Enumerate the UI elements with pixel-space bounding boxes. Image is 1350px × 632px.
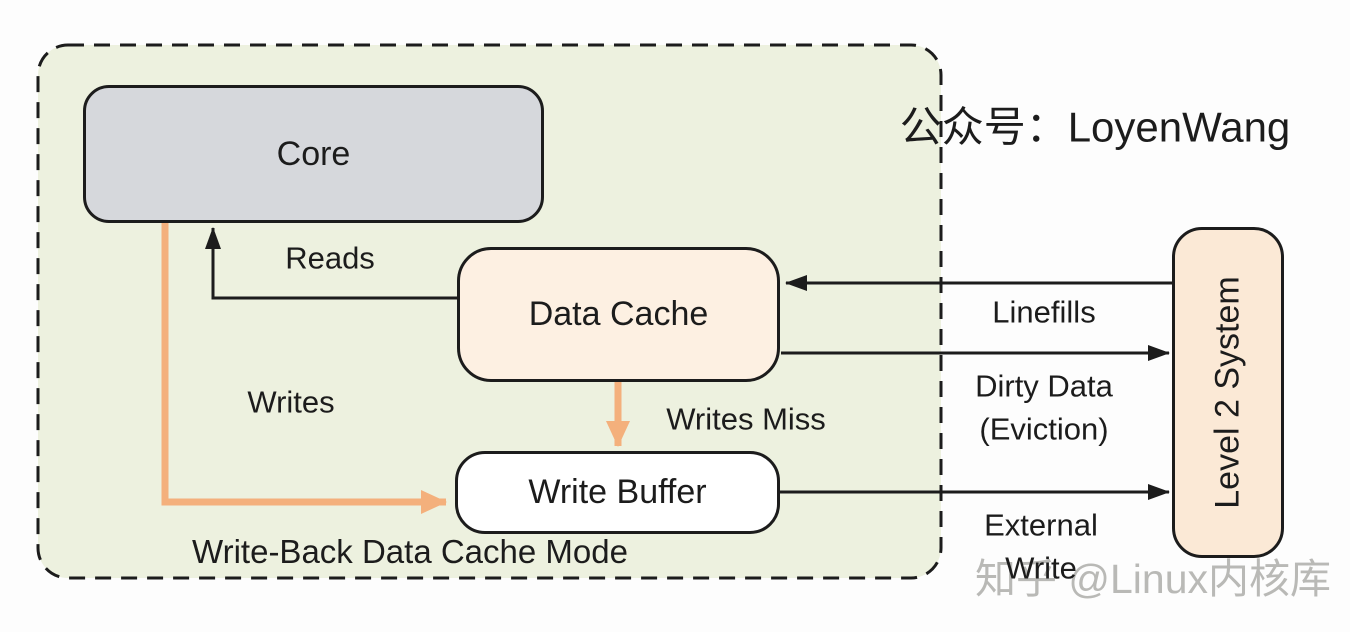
- level2-system-node-label: Level 2 System: [1208, 276, 1247, 509]
- core-node-label: Core: [276, 134, 351, 173]
- dirty-data-edge-label-line1: Dirty Data: [975, 368, 1113, 404]
- external-write-edge-label-line2: Write: [1005, 551, 1077, 586]
- level2-system-node: Level 2 System: [1172, 227, 1284, 558]
- write-buffer-node: Write Buffer: [455, 451, 780, 534]
- linefills-edge-label: Linefills: [992, 294, 1096, 330]
- data-cache-node: Data Cache: [457, 247, 780, 382]
- watermark-top-right: 公众号：LoyenWang: [899, 103, 1291, 151]
- write-buffer-node-label: Write Buffer: [528, 473, 707, 511]
- data-cache-node-label: Data Cache: [528, 295, 709, 333]
- writes-edge-label: Writes: [247, 384, 335, 420]
- dirty-data-edge-label: Dirty Data (Eviction): [975, 365, 1113, 452]
- reads-arrow: [205, 227, 457, 300]
- external-write-edge-label: External Write: [984, 504, 1098, 591]
- external-write-edge-label-line1: External: [984, 507, 1098, 543]
- reads-edge-label: Reads: [285, 240, 375, 276]
- writes-arrow: [161, 220, 447, 514]
- core-node: Core: [83, 85, 544, 223]
- container-title: Write-Back Data Cache Mode: [192, 532, 628, 570]
- watermark-bottom-right: 知乎 @Linux内核库: [974, 556, 1332, 602]
- dirty-data-edge-label-line2: (Eviction): [979, 412, 1109, 447]
- writes-miss-edge-label: Writes Miss: [666, 401, 826, 437]
